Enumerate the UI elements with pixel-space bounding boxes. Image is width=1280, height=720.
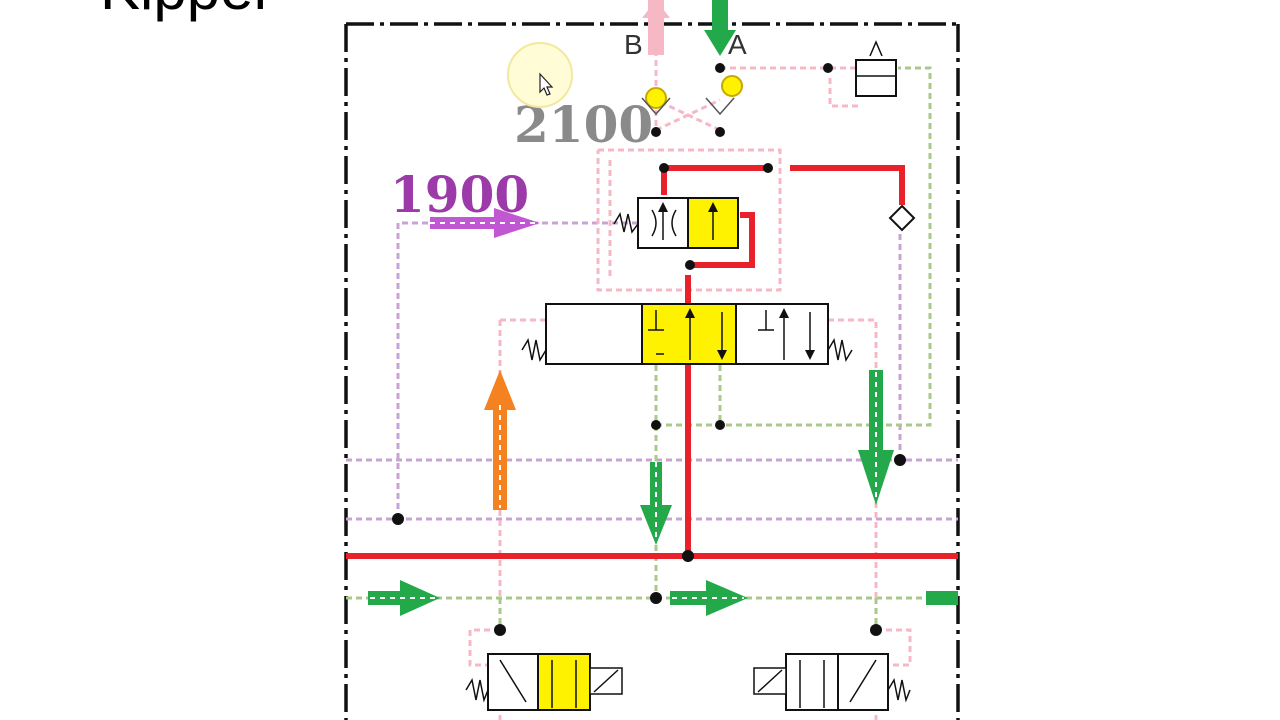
upper-control-valve [613,197,739,249]
slide-title: Kipper [100,0,273,23]
flow-arrow-green-right-1 [368,580,440,616]
pressure-line-red [346,165,958,559]
flow-arrow-orange [484,370,516,510]
port-b-label: B [624,29,643,60]
lower-left-solenoid-valve [465,653,623,711]
shuttle-check-valve [888,204,916,232]
mouse-pointer-icon [507,42,573,108]
main-directional-valve [521,303,853,365]
flow-arrow-green-right-2 [670,580,748,616]
flow-arrow-green-right-3 [926,591,958,605]
flow-arrow-magenta [430,208,540,238]
junction-dots [392,63,906,636]
check-valve-b [641,87,671,116]
check-valve-a [705,75,743,116]
port-hoses [642,0,736,56]
pilot-relief-valve [855,40,897,97]
lower-right-solenoid-valve [753,653,911,711]
flow-arrow-green-down-center [640,462,672,545]
flow-arrow-green-down-right [858,370,894,505]
port-a-label: A [728,29,747,60]
